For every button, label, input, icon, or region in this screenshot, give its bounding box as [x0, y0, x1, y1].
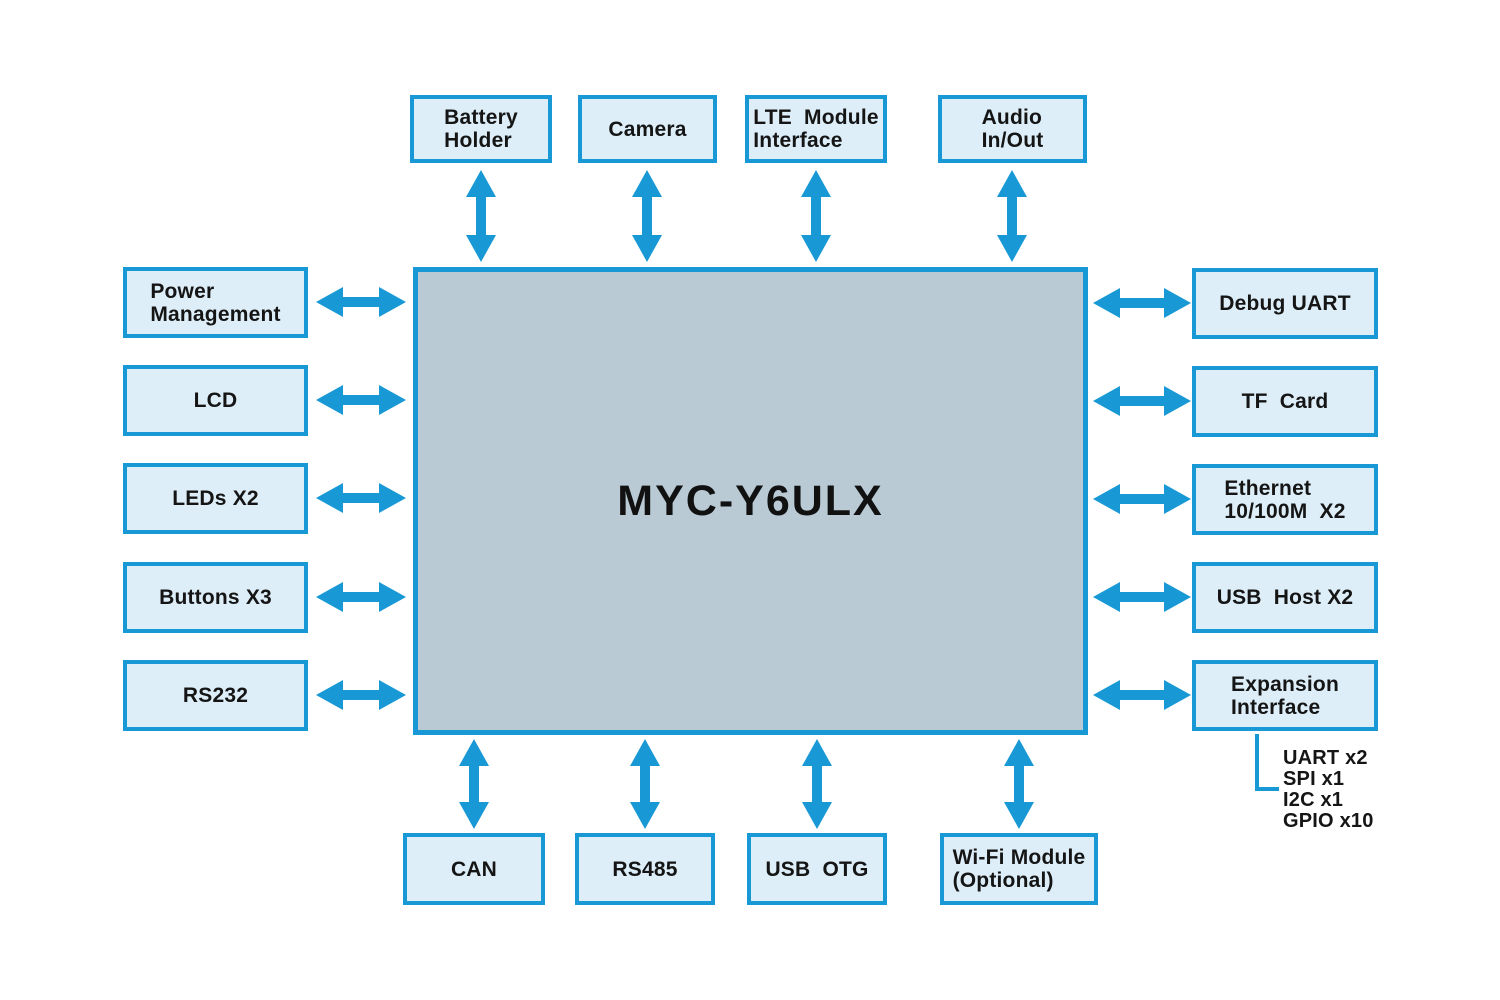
bidirectional-arrow-icon	[630, 739, 660, 829]
box-audio-in-out: Audio In/Out	[938, 95, 1087, 163]
box-ethernet: Ethernet 10/100M X2	[1192, 464, 1378, 535]
box-label: Expansion Interface	[1231, 672, 1339, 719]
module-title: MYC-Y6ULX	[617, 476, 884, 525]
box-wifi-module: Wi-Fi Module (Optional)	[940, 833, 1098, 905]
bidirectional-arrow-icon	[632, 170, 662, 262]
box-lcd: LCD	[123, 365, 308, 436]
box-usb-otg: USB OTG	[747, 833, 887, 905]
box-tf-card: TF Card	[1192, 366, 1378, 437]
bidirectional-arrow-icon	[801, 170, 831, 262]
box-debug-uart: Debug UART	[1192, 268, 1378, 339]
box-label: Battery Holder	[444, 106, 518, 152]
bidirectional-arrow-icon	[1093, 680, 1191, 710]
bidirectional-arrow-icon	[802, 739, 832, 829]
bidirectional-arrow-icon	[1093, 582, 1191, 612]
bidirectional-arrow-icon	[466, 170, 496, 262]
box-leds: LEDs X2	[123, 463, 308, 534]
box-label: LTE Module Interface	[753, 106, 879, 152]
box-label: TF Card	[1241, 390, 1329, 413]
bidirectional-arrow-icon	[316, 582, 406, 612]
bidirectional-arrow-icon	[1004, 739, 1034, 829]
expansion-detail-list: UART x2 SPI x1 I2C x1 GPIO x10	[1283, 747, 1374, 832]
bidirectional-arrow-icon	[459, 739, 489, 829]
bidirectional-arrow-icon	[1093, 484, 1191, 514]
box-label: RS485	[612, 857, 678, 881]
box-label: RS232	[182, 684, 249, 707]
bidirectional-arrow-icon	[316, 287, 406, 317]
box-camera: Camera	[578, 95, 717, 163]
soc-module-block: MYC-Y6ULX	[413, 267, 1088, 735]
box-can: CAN	[403, 833, 545, 905]
box-label: USB OTG	[765, 857, 869, 881]
box-expansion-interface: Expansion Interface	[1192, 660, 1378, 731]
box-rs232: RS232	[123, 660, 308, 731]
box-label: LCD	[193, 389, 238, 412]
box-label: USB Host X2	[1216, 586, 1354, 609]
box-label: Power Management	[150, 279, 281, 326]
bidirectional-arrow-icon	[316, 483, 406, 513]
box-label: Ethernet 10/100M X2	[1224, 476, 1346, 523]
box-battery-holder: Battery Holder	[410, 95, 552, 163]
box-lte-module-interface: LTE Module Interface	[745, 95, 887, 163]
bidirectional-arrow-icon	[316, 680, 406, 710]
box-label: CAN	[450, 857, 498, 881]
box-rs485: RS485	[575, 833, 715, 905]
box-label: Buttons X3	[159, 586, 272, 609]
box-buttons: Buttons X3	[123, 562, 308, 633]
bidirectional-arrow-icon	[316, 385, 406, 415]
bidirectional-arrow-icon	[997, 170, 1027, 262]
expansion-connector-line	[1255, 734, 1279, 791]
box-power-management: Power Management	[123, 267, 308, 338]
box-label: Camera	[608, 117, 687, 141]
box-label: Debug UART	[1219, 292, 1351, 315]
box-label: Audio In/Out	[981, 106, 1044, 152]
bidirectional-arrow-icon	[1093, 288, 1191, 318]
bidirectional-arrow-icon	[1093, 386, 1191, 416]
box-label: Wi-Fi Module (Optional)	[952, 846, 1086, 892]
box-label: LEDs X2	[172, 487, 259, 510]
box-usb-host: USB Host X2	[1192, 562, 1378, 633]
